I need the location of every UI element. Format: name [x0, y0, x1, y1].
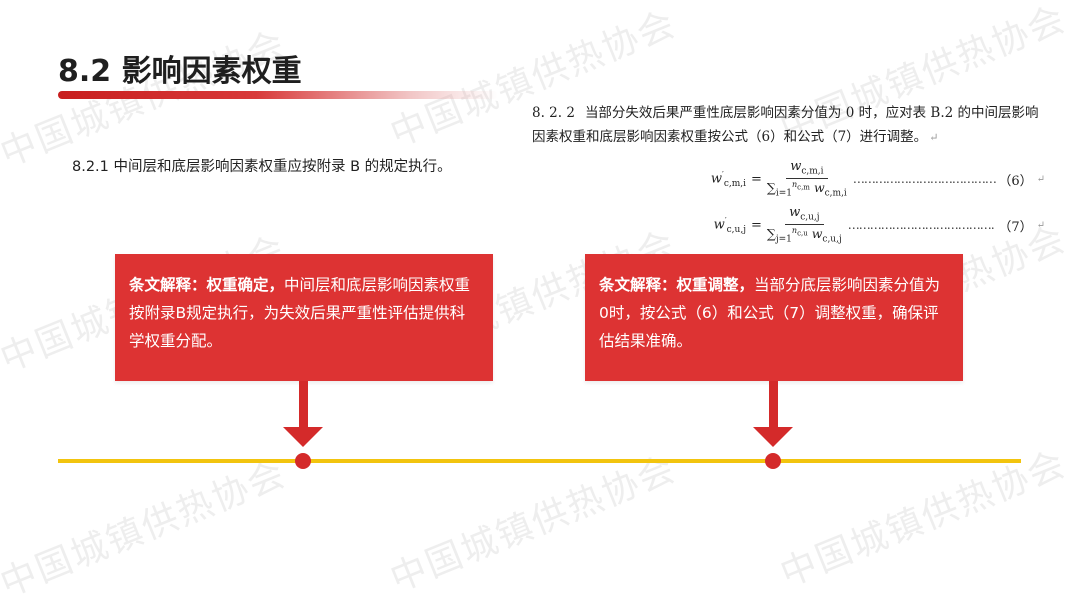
arrow-down-icon [283, 427, 323, 447]
watermark: 中国城镇供热协会 [0, 453, 292, 606]
formula-block: w′c,m,i = wc,m,i ∑i=1nc,m wc,m,i …………………… [700, 156, 1045, 248]
leader-dots: …………………………………………….. [847, 218, 997, 232]
equals-sign: = [751, 171, 762, 187]
leader-dots: …………………………………………….. [852, 172, 997, 186]
card-lead: 条文解释：权重调整， [599, 276, 755, 294]
formula-fraction: wc,m,i ∑i=1nc,m wc,m,i [767, 159, 847, 198]
slide-title: 8.2 影响因素权重 [58, 54, 302, 89]
watermark: 中国城镇供热协会 [384, 448, 682, 601]
timeline-dot [765, 453, 781, 469]
formula-fraction: wc,u,j ∑j=1nc,u wc,u,j [767, 205, 842, 244]
formula-7: w′c,u,j = wc,u,j ∑j=1nc,u wc,u,j …………………… [700, 202, 1045, 248]
clause-text: 当部分失效后果严重性底层影响因素分值为 0 时，应对表 B.2 的中间层影响因素… [532, 105, 1039, 145]
arrow-stem-right [769, 381, 778, 428]
denominator: ∑i=1nc,m wc,m,i [766, 179, 847, 199]
formula-lhs: w′c,u,j [713, 215, 746, 235]
clause-8-2-1: 8.2.1 中间层和底层影响因素权重应按附录 B 的规定执行。 [72, 159, 452, 175]
return-mark: ↵ [929, 131, 939, 144]
timeline-dot [295, 453, 311, 469]
formula-lhs: w′c,m,i [710, 169, 746, 189]
clause-number: 8. 2. 2 [532, 105, 575, 121]
equation-number: （7） [998, 219, 1033, 235]
formula-6: w′c,m,i = wc,m,i ∑i=1nc,m wc,m,i …………………… [700, 156, 1045, 202]
card-lead: 条文解释：权重确定， [129, 276, 285, 294]
card-body: 中间层和底层影响因素权重按附录B规定执行，为失效后果严重性评估提供科学权重分配。 [129, 276, 471, 350]
explanation-card-weight-adjustment: 条文解释：权重调整，当部分底层影响因素分值为0时，按公式（6）和公式（7）调整权… [585, 254, 963, 381]
equation-number: （6） [998, 173, 1033, 189]
return-mark: ↵ [1036, 219, 1045, 231]
equals-sign: = [751, 217, 762, 233]
denominator: ∑j=1nc,u wc,u,j [766, 225, 842, 245]
numerator: wc,u,j [785, 205, 824, 225]
arrow-stem-left [299, 381, 308, 428]
title-underline [58, 91, 498, 99]
timeline-line [58, 459, 1021, 463]
numerator: wc,m,i [786, 159, 828, 179]
return-mark: ↵ [1036, 173, 1045, 185]
card-body: 当部分底层影响因素分值为0时，按公式（6）和公式（7）调整权重，确保评估结果准确… [599, 276, 941, 350]
explanation-card-weight-determination: 条文解释：权重确定，中间层和底层影响因素权重按附录B规定执行，为失效后果严重性评… [115, 254, 493, 381]
arrow-down-icon [753, 427, 793, 447]
